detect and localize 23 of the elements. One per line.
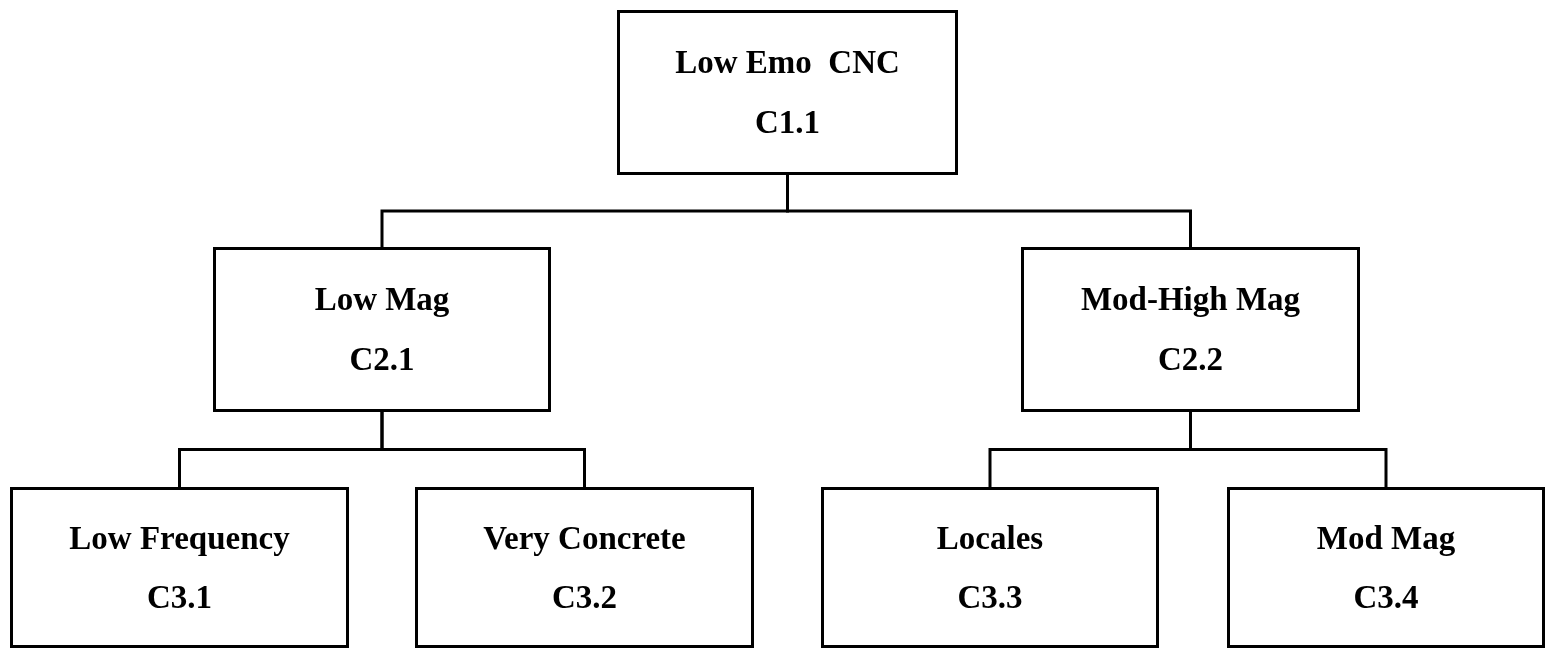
node-code: C3.3 <box>957 578 1023 615</box>
category-box <box>213 247 551 412</box>
category-box <box>10 487 349 648</box>
node-title: Mod Mag <box>1316 520 1456 557</box>
node-title: Low Frequency <box>69 520 290 557</box>
category-box <box>415 487 754 648</box>
node-title: Low Emo CNC <box>675 44 900 81</box>
node-code: C2.2 <box>1157 341 1224 378</box>
node-title: Low Mag <box>314 281 450 318</box>
node-title: Very Concrete <box>483 520 686 557</box>
tree-connector <box>786 175 1192 247</box>
category-box <box>1227 487 1545 648</box>
category-box <box>617 10 958 175</box>
category-box <box>821 487 1159 648</box>
node-code: C3.4 <box>1353 578 1419 615</box>
category-box <box>1021 247 1360 412</box>
node-code: C1.1 <box>754 104 821 141</box>
node-title: Locales <box>936 520 1044 557</box>
node-code: C3.1 <box>146 578 213 615</box>
node-code: C3.2 <box>551 578 618 615</box>
node-code: C2.1 <box>349 341 415 378</box>
tree-connector <box>380 412 586 487</box>
node-title: Mod-High Mag <box>1080 281 1301 318</box>
